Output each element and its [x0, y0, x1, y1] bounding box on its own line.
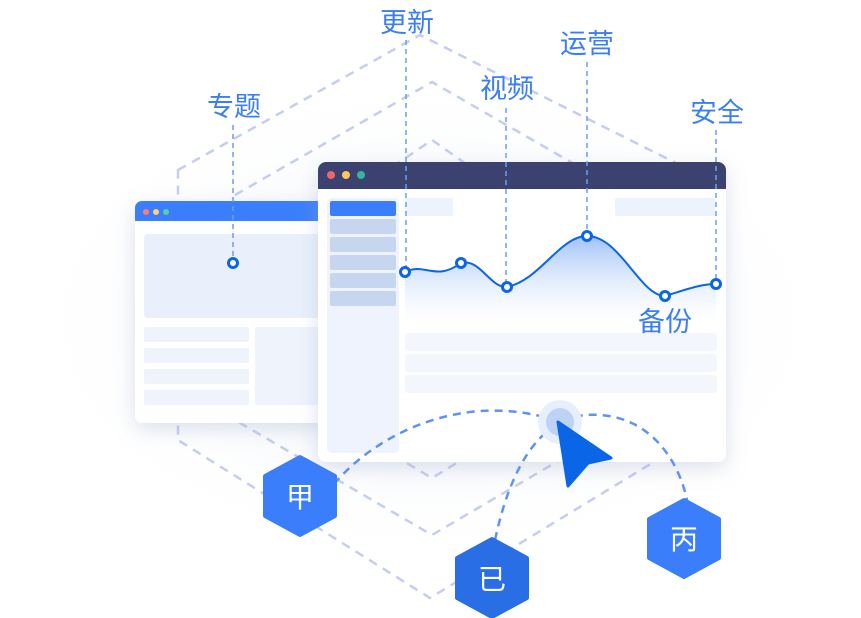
- maximize-dot: [163, 209, 169, 215]
- svg-text:已: 已: [478, 563, 506, 596]
- label-operation: 运营: [560, 29, 614, 60]
- label-backup: 备份: [638, 307, 692, 338]
- minimize-dot: [153, 209, 159, 215]
- sidebar-item: [330, 255, 396, 270]
- chart-point: [227, 257, 239, 269]
- sidebar-item: [330, 273, 396, 288]
- leader-lines: [232, 40, 717, 287]
- chart-points: [227, 230, 722, 302]
- maximize-dot: [357, 171, 365, 179]
- main-window-titlebar: [318, 162, 726, 189]
- sidebar-item: [330, 291, 396, 306]
- sidebar: [327, 198, 399, 453]
- connection-curves: [333, 409, 690, 541]
- back-window: [135, 201, 330, 423]
- chart-area: [405, 236, 716, 322]
- hexagon-bing: 丙: [647, 498, 721, 579]
- close-dot: [327, 171, 335, 179]
- chart-point: [659, 290, 671, 302]
- cursor-icon: [538, 400, 613, 488]
- sidebar-item-active: [330, 201, 396, 216]
- sidebar-item: [330, 237, 396, 252]
- label-topic: 专题: [207, 92, 261, 123]
- minimize-dot: [342, 171, 350, 179]
- label-security: 安全: [690, 98, 744, 129]
- chart-point: [399, 266, 411, 278]
- label-video: 视频: [480, 74, 534, 105]
- svg-text:甲: 甲: [286, 481, 314, 514]
- label-update: 更新: [380, 8, 434, 39]
- chart-point: [710, 278, 722, 290]
- hexagon-jia: 甲: [263, 455, 337, 537]
- svg-text:丙: 丙: [670, 523, 698, 556]
- chart-point: [501, 281, 513, 293]
- close-dot: [143, 209, 149, 215]
- hexagon-yi: 已: [455, 537, 529, 618]
- main-window: [318, 162, 726, 462]
- sidebar-item: [330, 219, 396, 234]
- chart-point: [455, 257, 467, 269]
- chart-point: [581, 230, 593, 242]
